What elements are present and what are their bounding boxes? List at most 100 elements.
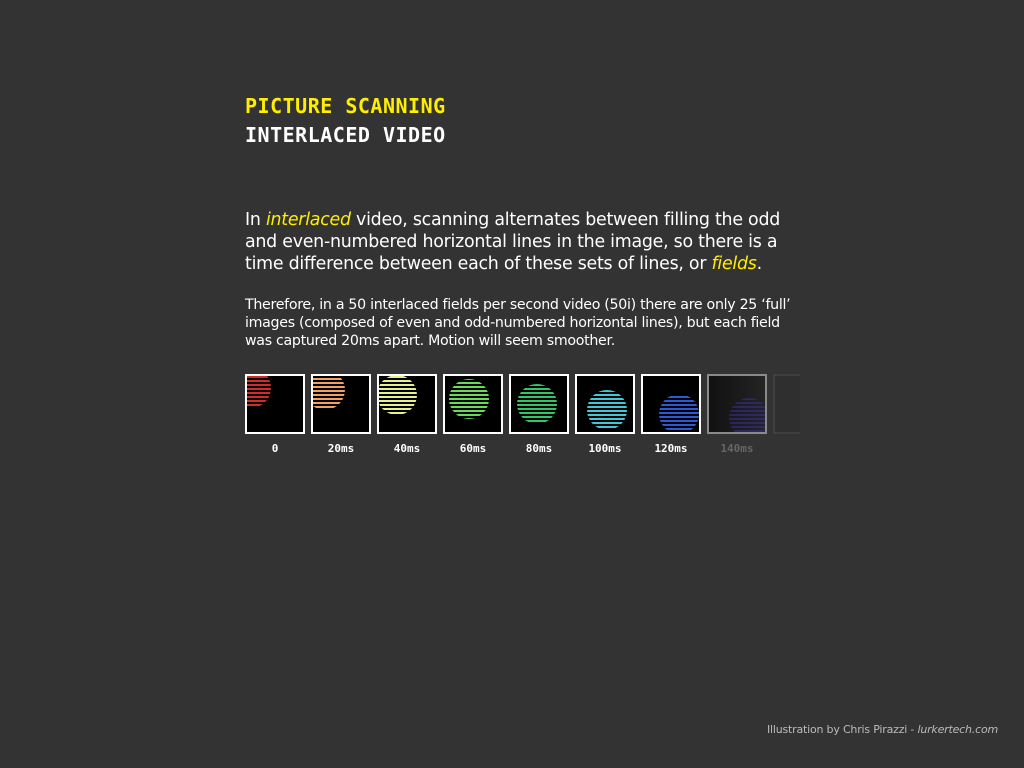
scan-line [729,406,765,408]
scan-line [709,378,765,380]
title: PICTURE SCANNING INTERLACED VIDEO [245,92,446,150]
scan-line [379,396,417,398]
scan-line [587,422,627,424]
field-time-label: 80ms [525,442,553,455]
scan-line [577,386,633,388]
scan-line [247,420,303,422]
field-frame-box [443,374,503,434]
scan-line [511,380,567,382]
scan-line [709,390,765,392]
scan-line [729,430,765,432]
scan-line [709,394,765,396]
title-line-2: INTERLACED VIDEO [245,123,446,147]
scan-line [577,430,633,432]
scan-line [587,426,627,428]
scan-line [659,404,699,406]
scan-line [247,408,303,410]
scan-line [517,388,557,390]
field-time-label: 140ms [720,442,754,455]
field-time-label: 0 [271,442,279,455]
scan-line [517,400,557,402]
scan-line [449,390,489,392]
scan-line [313,398,345,400]
scan-line [659,428,699,430]
scan-line [313,426,369,428]
credit-site: lurkertech.com [917,723,998,736]
scan-line [729,410,765,412]
scan-line [729,398,765,400]
field-ball [445,379,501,428]
scan-line [247,384,271,386]
field-frame-box [773,374,800,434]
intro-paragraph: In interlaced video, scanning alternates… [245,209,805,275]
scan-line [587,390,627,392]
scan-line [379,376,417,378]
scan-line [247,376,271,378]
scan-line [659,412,699,414]
scan-line [643,388,699,390]
field-ball [247,376,303,422]
field-ball [313,378,369,432]
scan-line [729,418,765,420]
scan-line [517,404,557,406]
credit-text: Illustration by Chris Pirazzi - [766,723,918,736]
scan-line [247,388,271,390]
scan-line [709,382,765,384]
scan-line [729,414,765,416]
scan-line [449,394,489,396]
scan-line [313,418,369,420]
scan-line [313,430,369,432]
scan-line [587,394,627,396]
title-line-1: PICTURE SCANNING [245,94,446,118]
scan-line [379,428,435,430]
scan-line [517,384,557,386]
scan-line [313,406,345,408]
field-frame [773,374,800,442]
scan-line [247,400,271,402]
scan-line [379,388,417,390]
field-frame-box [311,374,371,434]
scan-line [511,424,567,426]
field-frame-box [707,374,767,434]
field-time-label: 120ms [654,442,688,455]
scan-line [729,426,765,428]
scan-line [517,412,557,414]
scan-line [517,416,557,418]
field-frame: 140ms [707,374,767,455]
scan-line [379,400,417,402]
field-frame-box [377,374,437,434]
field-frame: 20ms [311,374,371,455]
scan-line [449,414,489,416]
scan-line [247,404,271,406]
scan-line [313,410,369,412]
field-time-label: 40ms [393,442,421,455]
field-time-label: 100ms [588,442,622,455]
credit: Illustration by Chris Pirazzi - lurkerte… [767,723,998,736]
scan-line [517,420,557,422]
scan-line [313,422,369,424]
scan-line [445,426,501,428]
scan-line [313,402,345,404]
scan-line [313,414,369,416]
scan-line [247,412,303,414]
scan-line [313,390,345,392]
field-frame: 120ms [641,374,701,455]
field-frame: 100ms [575,374,635,455]
field-frame-box [245,374,305,434]
scan-line [511,428,567,430]
field-ball [511,380,567,430]
detail-paragraph: Therefore, in a 50 interlaced fields per… [245,297,791,349]
scan-line [587,398,627,400]
scan-line [379,392,417,394]
scan-line [643,384,699,386]
field-frame-box [509,374,569,434]
scan-line [379,408,417,410]
scan-line [517,396,557,398]
scan-line [659,420,699,422]
scan-line [449,386,489,388]
field-frame: 40ms [377,374,437,455]
field-ball [379,376,435,430]
scan-line [379,384,417,386]
scan-line [587,402,627,404]
